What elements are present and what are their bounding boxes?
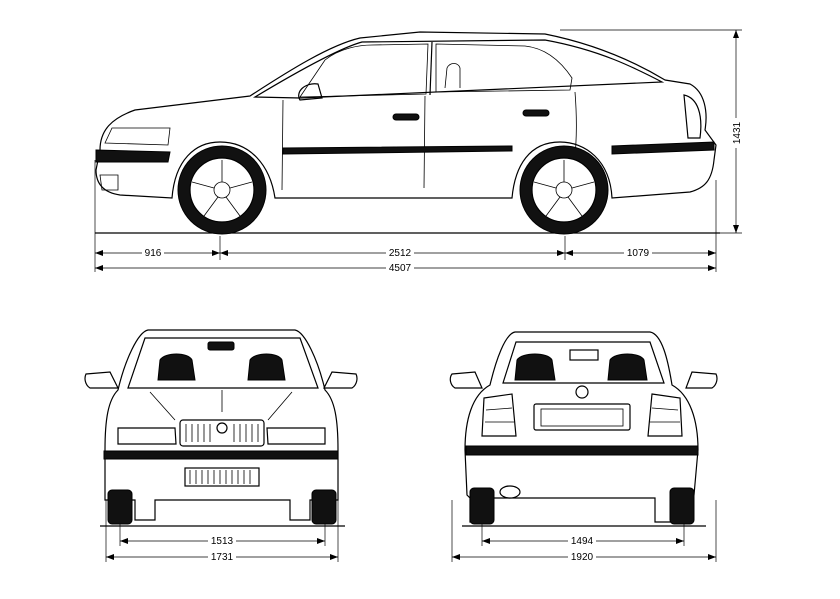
rearview-mirror: [207, 341, 235, 351]
front-headlight-right: [266, 427, 326, 445]
license-plate: [540, 408, 624, 427]
rear-windshield: [502, 341, 665, 384]
front-seat-right: [247, 353, 286, 381]
rear-mirror-right: [685, 371, 718, 389]
b-pillar: [429, 41, 433, 96]
front-wheel: [177, 145, 267, 235]
seat-headrest: [444, 63, 461, 89]
lower-air-intake: [184, 467, 260, 487]
hood-lines: [149, 390, 293, 421]
front-bumper-band: [103, 450, 339, 460]
side-taillight: [683, 94, 702, 139]
taillight-left: [481, 393, 517, 437]
dim-overall-length: 4507: [389, 263, 412, 274]
dim-front-track: 1513: [211, 536, 234, 547]
front-door-handle: [392, 113, 420, 121]
side-window-frame: [252, 39, 665, 99]
rear-wheel: [519, 145, 609, 235]
side-headlight: [104, 127, 171, 146]
skoda-badge-rear: [575, 385, 589, 399]
brake-light: [569, 349, 599, 361]
front-seat-left: [157, 353, 196, 381]
rear-seat-left: [514, 353, 556, 381]
dim-rear-track: 1494: [571, 536, 594, 547]
dim-rear-width: 1920: [571, 552, 594, 563]
rear-bumper-band: [465, 445, 699, 456]
front-windshield: [127, 337, 319, 389]
front-body-outline: [104, 329, 339, 521]
side-trim-strip: [282, 145, 513, 155]
front-view: [84, 329, 358, 525]
taillight-right: [647, 393, 683, 437]
side-view: [95, 31, 720, 235]
front-grille: [179, 419, 265, 447]
front-door-line: [281, 95, 426, 191]
front-bumper-strip: [95, 149, 171, 163]
dim-rear-overhang: 1079: [627, 248, 650, 259]
rear-view: [449, 331, 718, 525]
dim-wheelbase: 2512: [389, 248, 412, 259]
front-mirror-right: [323, 371, 358, 389]
front-foglight: [99, 174, 119, 191]
rear-mirror-left: [449, 371, 483, 389]
front-tyre-left: [107, 489, 133, 525]
rear-tyre-right: [669, 487, 695, 525]
skoda-badge-front: [216, 422, 228, 434]
side-mirror: [298, 83, 323, 101]
exhaust-pipe: [499, 485, 521, 499]
dim-front-width: 1731: [211, 552, 234, 563]
front-headlight-left: [117, 427, 177, 445]
front-mirror-left: [84, 371, 119, 389]
dim-height: 1431: [732, 121, 743, 144]
rear-door-handle: [522, 109, 550, 117]
front-tyre-right: [311, 489, 337, 525]
rear-window: [435, 43, 573, 93]
rear-trim-strip: [611, 141, 715, 155]
front-window: [299, 43, 429, 98]
rear-tyre-left: [469, 487, 495, 525]
license-plate-recess: [533, 403, 631, 431]
rear-body-outline: [464, 331, 699, 523]
rear-seat-right: [607, 353, 648, 381]
side-body-outline: [95, 31, 717, 199]
dim-front-overhang: 916: [145, 248, 162, 259]
